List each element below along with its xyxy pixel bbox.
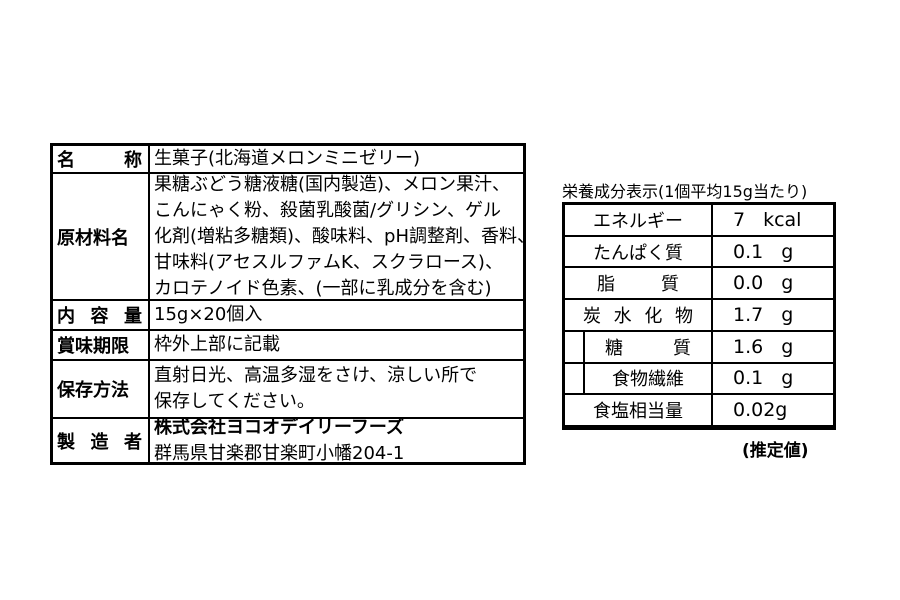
label-text: 保存方法 (57, 380, 129, 401)
value-line: 15g×20個入 (154, 304, 263, 325)
nutrient-value: 0.02g (713, 395, 833, 427)
label-name-header: 名 称 (53, 146, 150, 174)
nutrient-value: 7 kcal (713, 205, 833, 237)
value-number: 1.6 (733, 335, 764, 358)
value-line: 群馬県甘楽郡甘楽町小幡204-1 (154, 442, 405, 463)
estimated-value-note: (推定値) (742, 441, 809, 461)
label-char: 炭 (583, 305, 601, 327)
label-char: 化 (644, 305, 663, 327)
storage-header: 保存方法 (53, 361, 150, 419)
label-char: 造 (90, 431, 109, 453)
value-line: 株式会社ヨコオデイリーフーズ (154, 419, 405, 438)
nutrient-label: 脂質 (597, 270, 679, 296)
nutrition-title: 栄養成分表示(1個平均15g当たり) (562, 182, 808, 201)
value-line: 化剤(増粘多糖類)、酸味料、pH調整剤、香料、 (154, 225, 523, 247)
value-number: 0.1 (733, 367, 764, 390)
label-char: 名 (57, 150, 75, 171)
label-text: 賞味期限 (57, 336, 129, 357)
value-line: 果糖ぶどう糖液糖(国内製造)、メロン果汁、 (154, 174, 511, 195)
nutrient-name-sub: 糖質 (565, 331, 713, 364)
value-unit: g (781, 240, 794, 263)
label-char: 称 (124, 150, 142, 171)
value-unit: kcal (763, 208, 802, 231)
value-line: 甘味料(アセスルファムK、スクラロース)、 (154, 251, 503, 273)
value-line: 枠外上部に記載 (154, 334, 280, 355)
nutrient-value: 0.0 g (713, 268, 833, 301)
label-char: 製 (57, 431, 75, 453)
nutrient-value: 1.6 g (713, 332, 833, 364)
value-number: 7 (733, 208, 746, 231)
nutrient-label: たんぱく質 (593, 242, 683, 264)
label-char: 糖 (605, 337, 623, 359)
label-char: 物 (674, 305, 693, 327)
value-number: 0.0 (733, 272, 764, 295)
nutrient-value: 0.1 g (713, 237, 833, 269)
best-before-value: 枠外上部に記載 (150, 331, 523, 361)
contents-value: 15g×20個入 (150, 301, 523, 331)
value-line: カロテノイド色素、(一部に乳成分を含む) (154, 277, 492, 299)
value-line: 生菓子(北海道メロンミニゼリー) (154, 148, 421, 169)
label-char: 者 (124, 431, 142, 453)
contents-header: 内 容 量 (53, 301, 150, 331)
value-number: 0.02g (733, 399, 788, 422)
label-char: 容 (90, 306, 109, 327)
nutrient-label: 食物繊維 (583, 363, 711, 394)
ingredients-value: 果糖ぶどう糖液糖(国内製造)、メロン果汁、 こんにゃく粉、殺菌乳酸菌/グリシン、… (150, 174, 523, 301)
best-before-header: 賞味期限 (53, 331, 150, 361)
value-unit: g (781, 303, 794, 326)
value-unit: g (781, 272, 794, 295)
label-char: 質 (673, 337, 691, 359)
product-name-value: 生菓子(北海道メロンミニゼリー) (150, 146, 523, 174)
label-char: 内 (57, 306, 75, 327)
nutrient-name: 炭水化物 (565, 300, 713, 332)
ingredients-header: 原材料名 (53, 174, 150, 301)
nutrient-label: 食塩相当量 (593, 401, 683, 423)
value-unit: g (781, 367, 794, 390)
nutrient-label: 炭水化物 (583, 302, 693, 328)
value-line: こんにゃく粉、殺菌乳酸菌/グリシン、ゲル (154, 199, 501, 221)
manufacturer-header: 製 造 者 (53, 419, 150, 462)
label-text: 食物繊維 (612, 369, 684, 391)
label-char: 脂 (597, 274, 615, 296)
label-char: 水 (613, 305, 632, 327)
nutrient-label: 糖質 (583, 331, 711, 362)
value-number: 1.7 (733, 303, 764, 326)
value-unit: g (781, 335, 794, 358)
manufacturer-value: 株式会社ヨコオデイリーフーズ 群馬県甘楽郡甘楽町小幡204-1 (150, 419, 523, 462)
value-line: 直射日光、高温多湿をさけ、涼しい所で (154, 365, 478, 386)
value-number: 0.1 (733, 240, 764, 263)
nutrient-value: 0.1 g (713, 364, 833, 396)
nutrient-name: 食塩相当量 (565, 395, 713, 427)
label-char: 量 (124, 306, 142, 327)
storage-value: 直射日光、高温多湿をさけ、涼しい所で 保存してください。 (150, 361, 523, 419)
nutrient-name-sub: 食物繊維 (565, 363, 713, 396)
nutrient-label: エネルギー (593, 210, 683, 232)
nutrient-value: 1.7 g (713, 300, 833, 332)
label-text: 原材料名 (57, 227, 129, 249)
nutrient-name: エネルギー (565, 205, 713, 237)
value-line: 保存してください。 (154, 391, 315, 412)
nutrient-name: たんぱく質 (565, 236, 713, 269)
label-char: 質 (661, 274, 679, 296)
ingredients-label-table: 名 称 生菓子(北海道メロンミニゼリー) 原材料名 果糖ぶどう糖液糖(国内製造)… (50, 143, 526, 465)
nutrient-name: 脂質 (565, 268, 713, 301)
